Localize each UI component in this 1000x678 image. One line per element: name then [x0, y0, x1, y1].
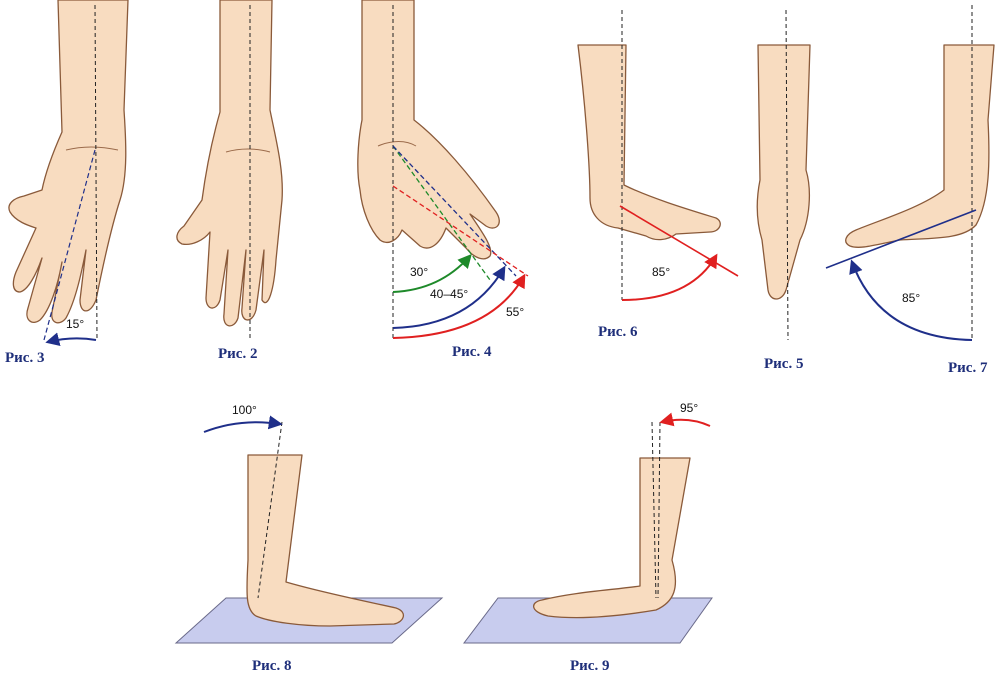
figure-2: Рис. 2: [176, 0, 283, 362]
wrist-crease-fig2: [225, 148, 271, 153]
angle-arc-fig8: [203, 415, 283, 433]
palm-crease-fig3: [65, 146, 119, 151]
axis-55-fig4: [392, 185, 529, 277]
hand-illustration-fig7: [845, 44, 995, 248]
angle-label-30-fig4: 30°: [410, 265, 428, 279]
angle-label-55-fig4: 55°: [506, 305, 524, 319]
axis-30-fig4: [392, 145, 491, 281]
reference-axis-fig9: [651, 421, 657, 599]
figure-4: 30° 40–45° 55° Рис. 4: [357, 0, 529, 360]
angle-label-fig3: 15°: [66, 317, 84, 331]
arc-55-fig4: [392, 273, 526, 339]
figure-label-fig5: Рис. 5: [764, 356, 803, 372]
reference-axis-fig5: [785, 9, 789, 341]
axis-40-45-fig4: [392, 145, 517, 277]
flexed-axis-fig6: [619, 205, 739, 277]
hand-illustration-fig5: [756, 44, 811, 300]
arc-30-fig4: [392, 253, 472, 293]
angle-label-fig7: 85°: [902, 291, 920, 305]
figure-7: 85° Рис. 7: [825, 5, 995, 376]
hand-illustration-fig4: [357, 0, 500, 260]
hand-illustration-fig9: [533, 457, 691, 619]
figure-label-fig7: Рис. 7: [948, 360, 988, 376]
figure-label-fig4: Рис. 4: [452, 344, 492, 360]
angle-arc-fig7: [849, 259, 973, 341]
figure-5: Рис. 5: [756, 9, 811, 372]
figure-label-fig3: Рис. 3: [5, 350, 44, 366]
figure-8: 100° Рис. 8: [174, 403, 444, 674]
figure-3: 15° Рис. 3: [5, 0, 129, 366]
figure-label-fig2: Рис. 2: [218, 346, 257, 362]
figure-label-fig9: Рис. 9: [570, 658, 609, 674]
figure-label-fig6: Рис. 6: [598, 324, 638, 340]
figure-label-fig8: Рис. 8: [252, 658, 291, 674]
angle-label-fig6: 85°: [652, 265, 670, 279]
angle-label-fig8: 100°: [232, 403, 257, 417]
hand-illustration-fig3: [8, 0, 129, 324]
angle-label-fig9: 95°: [680, 401, 698, 415]
angle-arc-fig9: [659, 412, 711, 427]
hand-illustration-fig6: [577, 44, 721, 241]
reference-axis-2-fig9: [657, 421, 661, 599]
wrist-crease-fig4: [377, 141, 417, 147]
deviated-axis-fig3: [43, 149, 96, 341]
reference-axis-fig8: [257, 421, 283, 599]
arc-40-45-fig4: [392, 265, 506, 329]
angle-arc-fig6: [621, 253, 718, 301]
hand-illustration-fig2: [176, 0, 283, 327]
figure-6: 85° Рис. 6: [577, 10, 739, 340]
hand-illustration-fig8: [246, 454, 404, 627]
angle-arc-fig3: [45, 332, 97, 347]
extended-axis-fig7: [825, 209, 977, 269]
angle-label-40-45-fig4: 40–45°: [430, 287, 468, 301]
figure-9: 95° Рис. 9: [462, 401, 713, 674]
